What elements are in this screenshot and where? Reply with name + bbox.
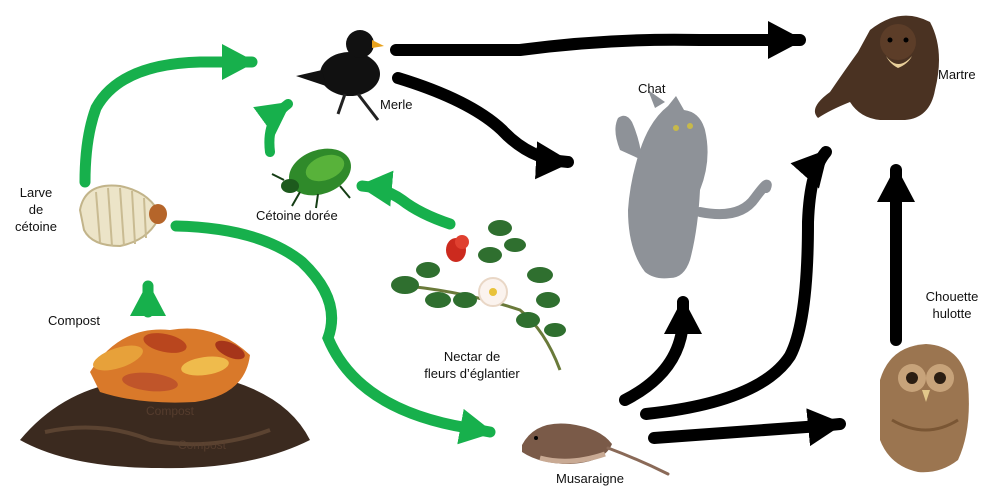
cetoine-illustration xyxy=(272,140,358,208)
compost-illustration xyxy=(20,328,310,468)
arrow-musaraigne-to-chat xyxy=(625,302,683,400)
nectar-label-line-2: fleurs d’églantier xyxy=(414,365,530,382)
arrow-larve-to-merle xyxy=(85,62,252,182)
arrow-merle-to-chat xyxy=(398,78,568,162)
merle-illustration xyxy=(296,30,384,120)
chouette-label: Chouette hulotte xyxy=(920,288,984,322)
chouette-label-line-1: Chouette xyxy=(920,288,984,305)
chouette-illustration xyxy=(880,344,969,472)
arrow-cetoine-to-merle xyxy=(269,104,288,152)
larve-illustration xyxy=(80,186,167,247)
musaraigne-illustration xyxy=(522,423,668,474)
musaraigne-label: Musaraigne xyxy=(556,470,624,487)
arrow-musaraigne-to-chouette xyxy=(654,424,840,438)
compost-overlay-label-2: Compost xyxy=(178,438,226,452)
chat-illustration xyxy=(615,90,766,278)
martre-illustration xyxy=(815,16,939,120)
martre-label: Martre xyxy=(938,66,976,83)
nectar-label: Nectar de fleurs d’églantier xyxy=(414,348,530,382)
arrow-merle-to-martre xyxy=(396,40,800,50)
compost-label: Compost xyxy=(48,312,100,329)
larve-label-line-3: cétoine xyxy=(10,218,62,235)
chat-label: Chat xyxy=(638,80,665,97)
merle-label: Merle xyxy=(380,96,413,113)
nectar-label-line-1: Nectar de xyxy=(414,348,530,365)
compost-overlay-label-1: Compost xyxy=(146,404,194,418)
arrow-nectar-to-cetoine xyxy=(362,186,450,224)
larve-label: Larve de cétoine xyxy=(10,184,62,235)
cetoine-label: Cétoine dorée xyxy=(256,207,338,224)
chouette-label-line-2: hulotte xyxy=(920,305,984,322)
larve-label-line-1: Larve xyxy=(10,184,62,201)
larve-label-line-2: de xyxy=(10,201,62,218)
